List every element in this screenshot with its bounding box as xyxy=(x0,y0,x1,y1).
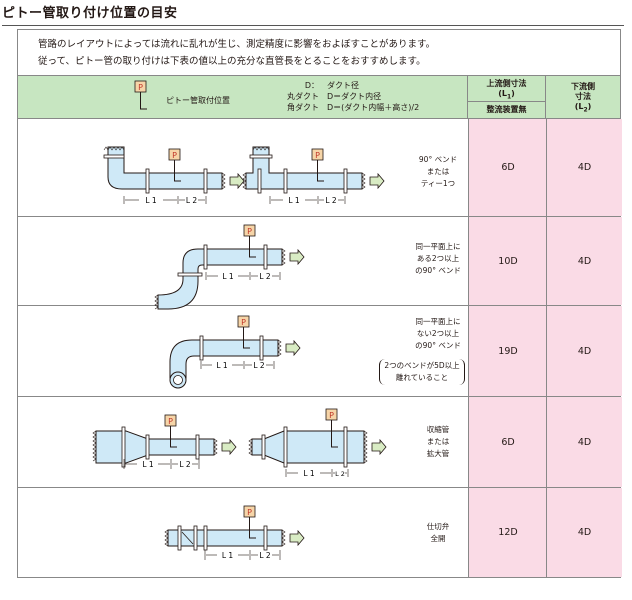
upstream-value: 6D xyxy=(468,397,547,487)
downstream-value: 4D xyxy=(546,119,622,216)
upstream-value: 19D xyxy=(468,306,547,396)
svg-text:L 1: L 1 xyxy=(303,469,315,478)
svg-text:L 2: L 2 xyxy=(253,361,265,370)
reducer-expander-diagram: P L 1 L 2 P L 1 L 2 xyxy=(92,408,387,478)
two-bends-different-plane-diagram: P L 1 L 2 xyxy=(169,315,301,389)
svg-text:L 2: L 2 xyxy=(259,272,271,281)
svg-text:L 1: L 1 xyxy=(222,272,234,281)
upstream-value: 6D xyxy=(468,119,547,216)
svg-text:L 1: L 1 xyxy=(288,196,300,205)
marker-label: ピトー管取付位置 xyxy=(166,96,230,105)
svg-text:P: P xyxy=(329,411,334,420)
svg-text:P: P xyxy=(315,151,320,160)
marker-letter: P xyxy=(138,83,143,92)
svg-text:P: P xyxy=(247,508,252,517)
svg-text:L 1: L 1 xyxy=(142,460,154,469)
upstream-value: 12D xyxy=(468,488,547,577)
l1-label: L 1 xyxy=(145,196,157,205)
row-description: 90° ベンドまたはティー1つ xyxy=(418,155,458,188)
svg-text:L 1: L 1 xyxy=(222,551,234,560)
downstream-header: 下流側 寸法 (L2) xyxy=(545,75,621,119)
upstream-header: 上流側寸法 (L1) xyxy=(467,75,546,102)
l2-label: L 2 xyxy=(186,196,198,205)
table-row: P L 1 L 2 P L 1 L 2 90° ベンドまたはティー1つ xyxy=(17,119,622,217)
svg-text:L 2: L 2 xyxy=(335,470,345,478)
row-description: 収縮管または拡大管 xyxy=(426,425,450,458)
two-bends-same-plane-diagram: P L 1 L 2 xyxy=(154,224,305,310)
pitot-marker-icon: P xyxy=(134,80,147,110)
row-note: 2つのベンドが5D以上離れていること xyxy=(362,359,482,385)
table-row: P L 1 L 2 同一平面上にある2つ以上の90° ベンド 10D 4D xyxy=(17,217,622,310)
svg-text:P: P xyxy=(241,318,246,327)
svg-text:P: P xyxy=(172,151,177,160)
table-row: P L 1 L 2 同一平面上にない2つ以上の90° ベンド 2つのベンドが5D… xyxy=(17,306,622,397)
downstream-value: 4D xyxy=(546,306,622,396)
table-row: P L 1 L 2 仕切弁全開 12D 4D xyxy=(17,488,622,578)
header-layout-cell xyxy=(17,75,468,119)
downstream-value: 4D xyxy=(546,397,622,487)
svg-text:P: P xyxy=(247,227,252,236)
row-description: 同一平面上にない2つ以上の90° ベンド xyxy=(415,317,461,350)
svg-text:L 2: L 2 xyxy=(179,460,191,469)
downstream-value: 4D xyxy=(546,488,622,577)
row-description: 仕切弁全開 xyxy=(426,522,450,543)
notice-line-1: 管路のレイアウトによっては流れに乱れが生じ、測定精度に影響をおよぼすことがありま… xyxy=(38,39,436,50)
svg-text:L 2: L 2 xyxy=(325,196,337,205)
svg-text:L 2: L 2 xyxy=(259,551,271,560)
downstream-value: 4D xyxy=(546,217,622,305)
bend-tee-diagram: P L 1 L 2 P L 1 L 2 xyxy=(103,146,385,205)
gate-valve-diagram: P L 1 L 2 xyxy=(164,505,305,560)
svg-text:L 1: L 1 xyxy=(216,361,228,370)
notice-line-2: 従って、ピトー管の取り付けは下表の値以上の充分な直管長をとることをおすすめします… xyxy=(38,56,426,67)
svg-text:P: P xyxy=(168,417,173,426)
row-description: 同一平面上にある2つ以上の90° ベンド xyxy=(415,242,461,275)
notice-box: 管路のレイアウトによっては流れに乱れが生じ、測定精度に影響をおよぼすことがありま… xyxy=(17,29,621,75)
table-row: P L 1 L 2 P L 1 L 2 収縮管または拡大管 6D 4D xyxy=(17,397,622,488)
upstream-note: 整流装置無 xyxy=(467,101,546,119)
upstream-value: 10D xyxy=(468,217,547,305)
page-title: ピトー管取り付け位置の目安 xyxy=(2,2,624,26)
